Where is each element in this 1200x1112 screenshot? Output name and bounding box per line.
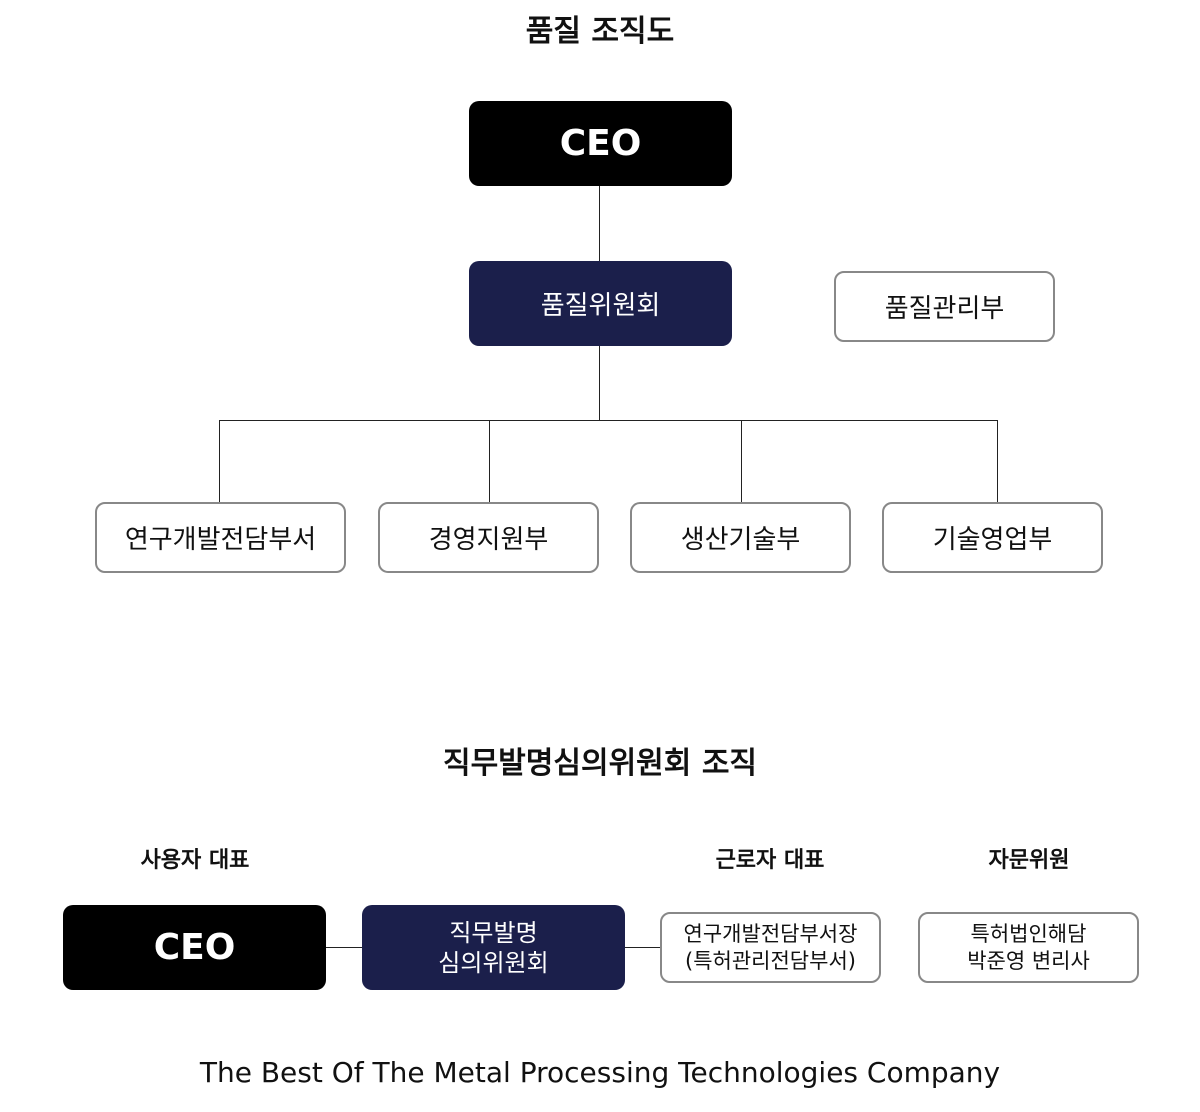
connector xyxy=(997,420,998,503)
connector xyxy=(326,947,362,948)
user-rep-label: 사용자 대표 xyxy=(140,848,250,873)
worker-rep-box: 연구개발전담부서장 (특허관리전담부서) xyxy=(660,912,881,983)
connector xyxy=(599,186,600,261)
quality-chart-title: 품질 조직도 xyxy=(525,14,675,49)
ceo-box: CEO xyxy=(469,101,732,186)
ceo-box: CEO xyxy=(63,905,326,990)
committee-line: 심의위원회 xyxy=(438,948,549,977)
footer-slogan: The Best Of The Metal Processing Technol… xyxy=(199,1056,1001,1089)
dept-box: 연구개발전담부서 xyxy=(95,502,346,573)
invention-chart-title: 직무발명심의위원회 조직 xyxy=(442,746,758,781)
advisor-line: 특허법인해담 xyxy=(970,921,1087,946)
worker-line: 연구개발전담부서장 xyxy=(683,921,858,946)
invention-committee-box: 직무발명 심의위원회 xyxy=(362,905,625,990)
connector xyxy=(625,947,661,948)
worker-line: (특허관리전담부서) xyxy=(685,948,856,973)
advisor-label: 자문위원 xyxy=(988,848,1070,873)
committee-line: 직무발명 xyxy=(449,918,538,947)
connector xyxy=(489,420,490,503)
connector xyxy=(599,346,600,421)
connector xyxy=(741,420,742,503)
connector xyxy=(219,420,998,421)
advisor-line: 박준영 변리사 xyxy=(967,948,1090,973)
dept-box: 생산기술부 xyxy=(630,502,851,573)
dept-box: 기술영업부 xyxy=(882,502,1103,573)
worker-rep-label: 근로자 대표 xyxy=(715,848,825,873)
quality-management-box: 품질관리부 xyxy=(834,271,1055,342)
connector xyxy=(219,420,220,503)
dept-box: 경영지원부 xyxy=(378,502,599,573)
quality-committee-box: 품질위원회 xyxy=(469,261,732,346)
advisor-box: 특허법인해담 박준영 변리사 xyxy=(918,912,1139,983)
